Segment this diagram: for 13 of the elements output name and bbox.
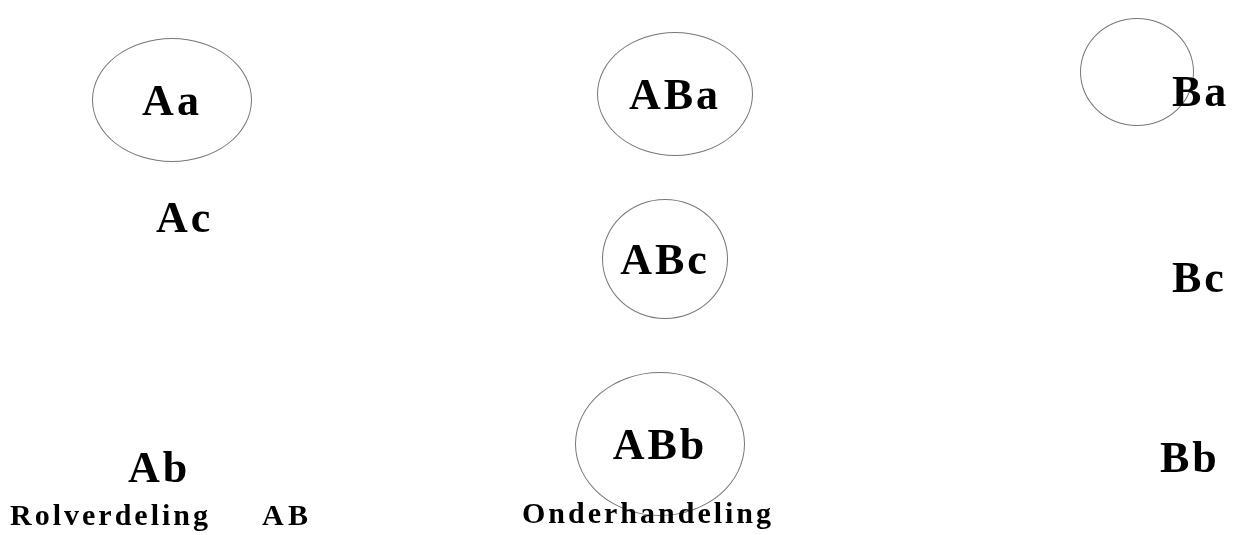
text-label: A	[262, 500, 287, 530]
text-label: Ba	[1172, 70, 1230, 114]
node-label: ABc	[620, 233, 710, 285]
text-label: B	[288, 500, 311, 530]
node-label: ABa	[628, 68, 722, 120]
node-label: ABb	[612, 418, 708, 470]
text-label: Bc	[1172, 256, 1227, 300]
text-label: Ac	[156, 196, 214, 240]
text-label: Onderhandeling	[522, 498, 775, 528]
text-label: Rolverdeling	[10, 500, 211, 530]
node-label: Aa	[142, 74, 202, 126]
text-label: Bb	[1160, 436, 1220, 480]
text-label: Ab	[128, 446, 191, 490]
